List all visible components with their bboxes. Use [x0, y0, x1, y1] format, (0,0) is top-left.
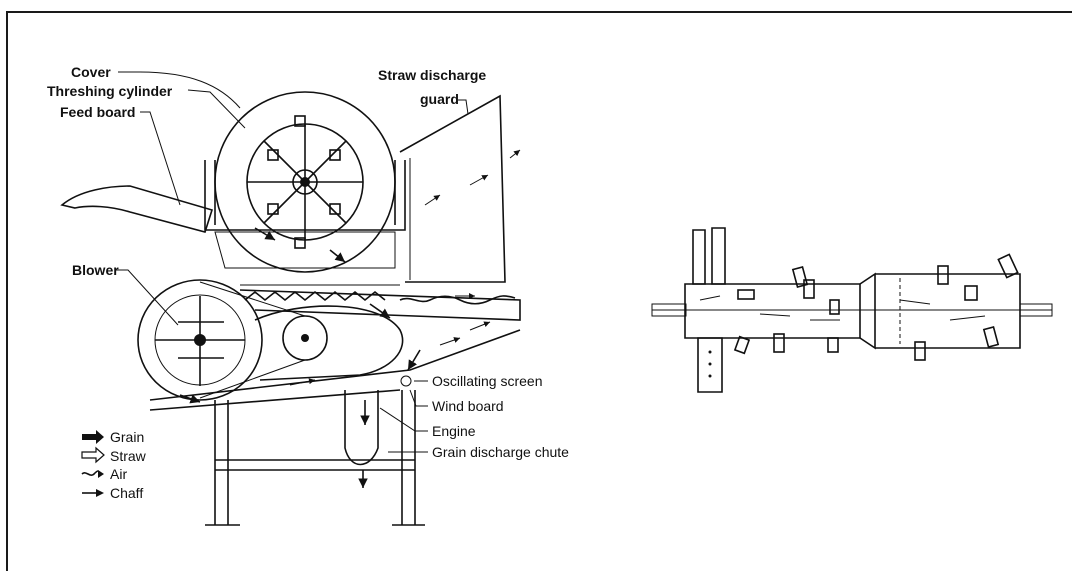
frame-legs: [205, 390, 425, 526]
legend-grain: Grain: [110, 429, 144, 445]
cylinder-detail: [651, 227, 1053, 393]
label-threshing-cylinder: Threshing cylinder: [47, 83, 173, 99]
drum-pegs: [247, 115, 363, 249]
legend-straw: Straw: [110, 448, 147, 464]
label-oscillating-screen: Oscillating screen: [432, 373, 543, 389]
flow-arrows: [179, 149, 521, 488]
straw-arrow-icon: [81, 446, 105, 464]
label-feed-board: Feed board: [60, 104, 135, 120]
air-arrow-icon: [81, 470, 104, 478]
label-wind-board: Wind board: [432, 398, 504, 414]
straw-discharge-guard: [399, 94, 506, 283]
label-engine: Engine: [432, 423, 476, 439]
figure-frame: [6, 11, 1072, 571]
label-grain-discharge-chute: Grain discharge chute: [432, 444, 569, 460]
label-blower: Blower: [72, 262, 119, 278]
feed-board: [60, 185, 214, 233]
label-cover: Cover: [71, 64, 111, 80]
thresher-machine: [60, 71, 521, 526]
legend-chaff: Chaff: [110, 485, 143, 501]
label-straw-discharge-guard: guard: [420, 91, 459, 107]
grain-discharge-chute: [344, 390, 379, 466]
label-straw-discharge: Straw discharge: [378, 67, 486, 83]
blower-housing: [137, 279, 263, 401]
leader-lines: [116, 71, 469, 453]
legend: Grain Straw Air Chaff: [81, 429, 147, 501]
legend-air: Air: [110, 466, 127, 482]
chaff-arrow-icon: [82, 489, 104, 497]
grain-arrow-icon: [82, 430, 104, 444]
